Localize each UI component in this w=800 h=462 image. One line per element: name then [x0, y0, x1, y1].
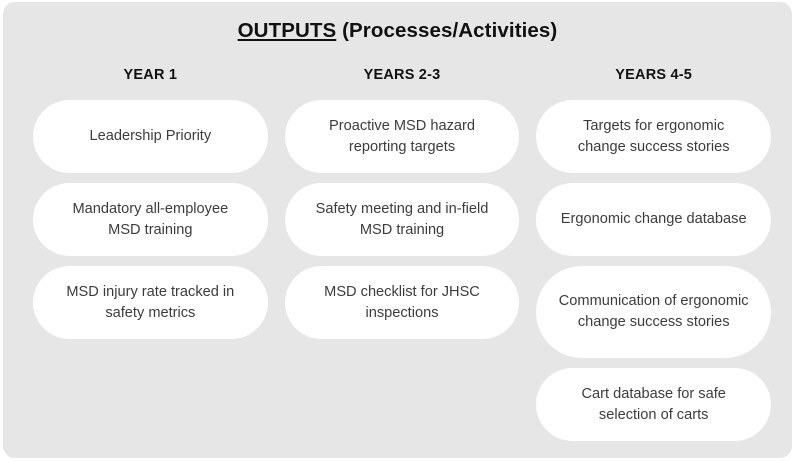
column-years-2-3: YEARS 2-3 Proactive MSD hazard reporting… — [284, 64, 520, 451]
output-pill: MSD checklist for JHSC inspections — [284, 266, 520, 339]
output-pill: Communication of ergonomic change succes… — [536, 266, 772, 358]
output-pill: Leadership Priority — [33, 100, 268, 173]
column-year-1: YEAR 1 Leadership Priority Mandatory all… — [33, 64, 268, 451]
page-title: OUTPUTS (Processes/Activities) — [3, 19, 792, 43]
page-title-underlined: OUTPUTS — [237, 19, 337, 42]
output-pill: Proactive MSD hazard reporting targets — [284, 100, 520, 173]
output-pill: Targets for ergonomic change success sto… — [536, 100, 772, 173]
outputs-columns: YEAR 1 Leadership Priority Mandatory all… — [33, 64, 772, 451]
output-pill: Mandatory all-employee MSD training — [33, 183, 268, 256]
outputs-panel: OUTPUTS (Processes/Activities) YEAR 1 Le… — [3, 2, 792, 458]
output-pill: MSD injury rate tracked in safety metric… — [33, 266, 268, 339]
output-pill: Ergonomic change database — [536, 183, 772, 256]
column-header-year-1: YEAR 1 — [123, 67, 178, 83]
column-years-4-5: YEARS 4-5 Targets for ergonomic change s… — [536, 64, 772, 451]
column-header-years-2-3: YEARS 2-3 — [363, 67, 441, 83]
column-header-years-4-5: YEARS 4-5 — [615, 67, 693, 83]
output-pill: Safety meeting and in-field MSD training — [284, 183, 520, 256]
page-title-rest: (Processes/Activities) — [336, 19, 558, 42]
output-pill: Cart database for safe selection of cart… — [536, 368, 772, 441]
